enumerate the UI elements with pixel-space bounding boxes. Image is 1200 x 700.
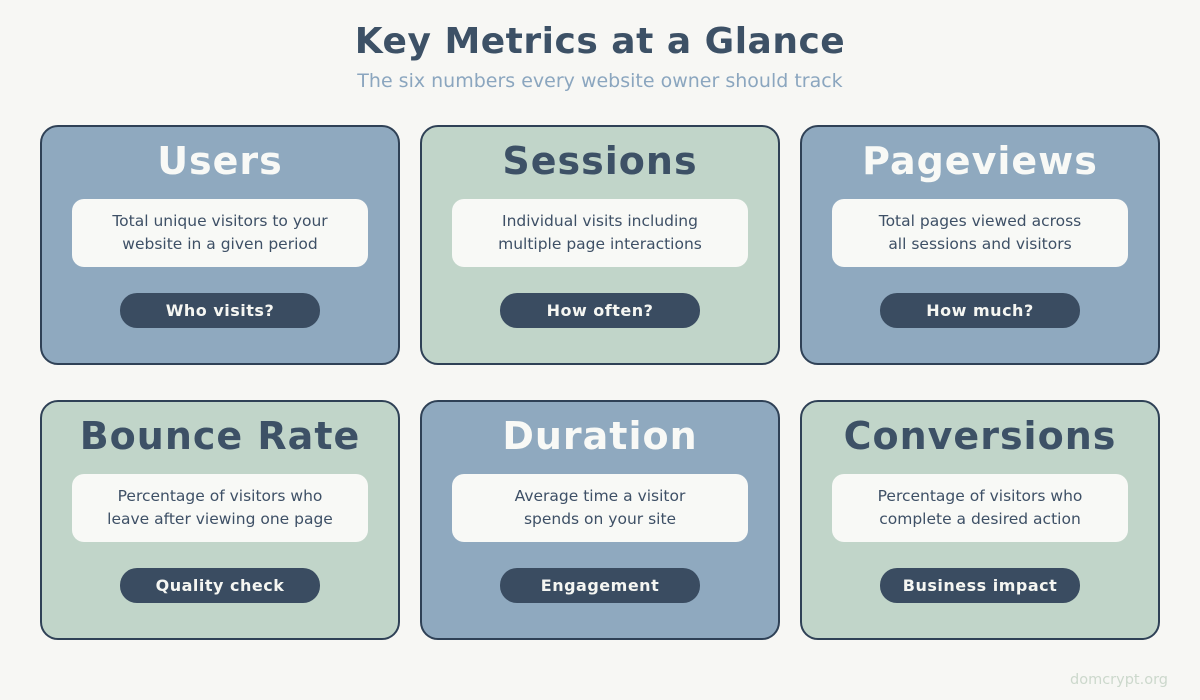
metric-card-sessions: Sessions Individual visits including mul… [420,125,780,366]
card-description-line: Total unique visitors to your [112,212,328,231]
card-description-line: Total pages viewed across [878,212,1082,231]
page-title: Key Metrics at a Glance [354,21,846,62]
card-description-line: complete a desired action [879,510,1081,529]
footer-watermark: domcrypt.org [1070,672,1168,688]
card-badge: Quality check [120,568,320,604]
card-title: Bounce Rate [79,414,361,459]
card-description-line: Percentage of visitors who [117,487,323,506]
card-description: Total unique visitors to your website in… [72,199,368,268]
card-title: Conversions [843,414,1117,459]
card-badge: Business impact [880,568,1080,604]
card-description: Total pages viewed across all sessions a… [832,199,1128,268]
card-description-line: leave after viewing one page [107,510,333,529]
metric-card-conversions: Conversions Percentage of visitors who c… [800,400,1160,641]
card-title: Pageviews [862,139,1098,184]
metric-card-bounce-rate: Bounce Rate Percentage of visitors who l… [40,400,400,641]
card-description-line: multiple page interactions [498,235,702,254]
card-badge: Who visits? [120,293,320,329]
card-badge: How much? [880,293,1080,329]
metric-card-duration: Duration Average time a visitor spends o… [420,400,780,641]
card-title: Duration [502,414,698,459]
card-description: Percentage of visitors who leave after v… [72,474,368,543]
card-description: Average time a visitor spends on your si… [452,474,748,543]
card-badge: Engagement [500,568,700,604]
card-description-line: Individual visits including [502,212,698,231]
metrics-grid: Users Total unique visitors to your webs… [40,125,1160,641]
card-description: Individual visits including multiple pag… [452,199,748,268]
card-title: Users [157,139,283,184]
card-description-line: Average time a visitor [514,487,686,506]
page-header: Key Metrics at a Glance The six numbers … [0,0,1200,94]
card-description-line: Percentage of visitors who [877,487,1083,506]
card-title: Sessions [502,139,698,184]
page-subtitle: The six numbers every website owner shou… [357,70,843,93]
metric-card-users: Users Total unique visitors to your webs… [40,125,400,366]
card-description-line: website in a given period [122,235,318,254]
card-badge: How often? [500,293,700,329]
card-description-line: spends on your site [523,510,677,529]
metric-card-pageviews: Pageviews Total pages viewed across all … [800,125,1160,366]
card-description: Percentage of visitors who complete a de… [832,474,1128,543]
card-description-line: all sessions and visitors [888,235,1072,254]
